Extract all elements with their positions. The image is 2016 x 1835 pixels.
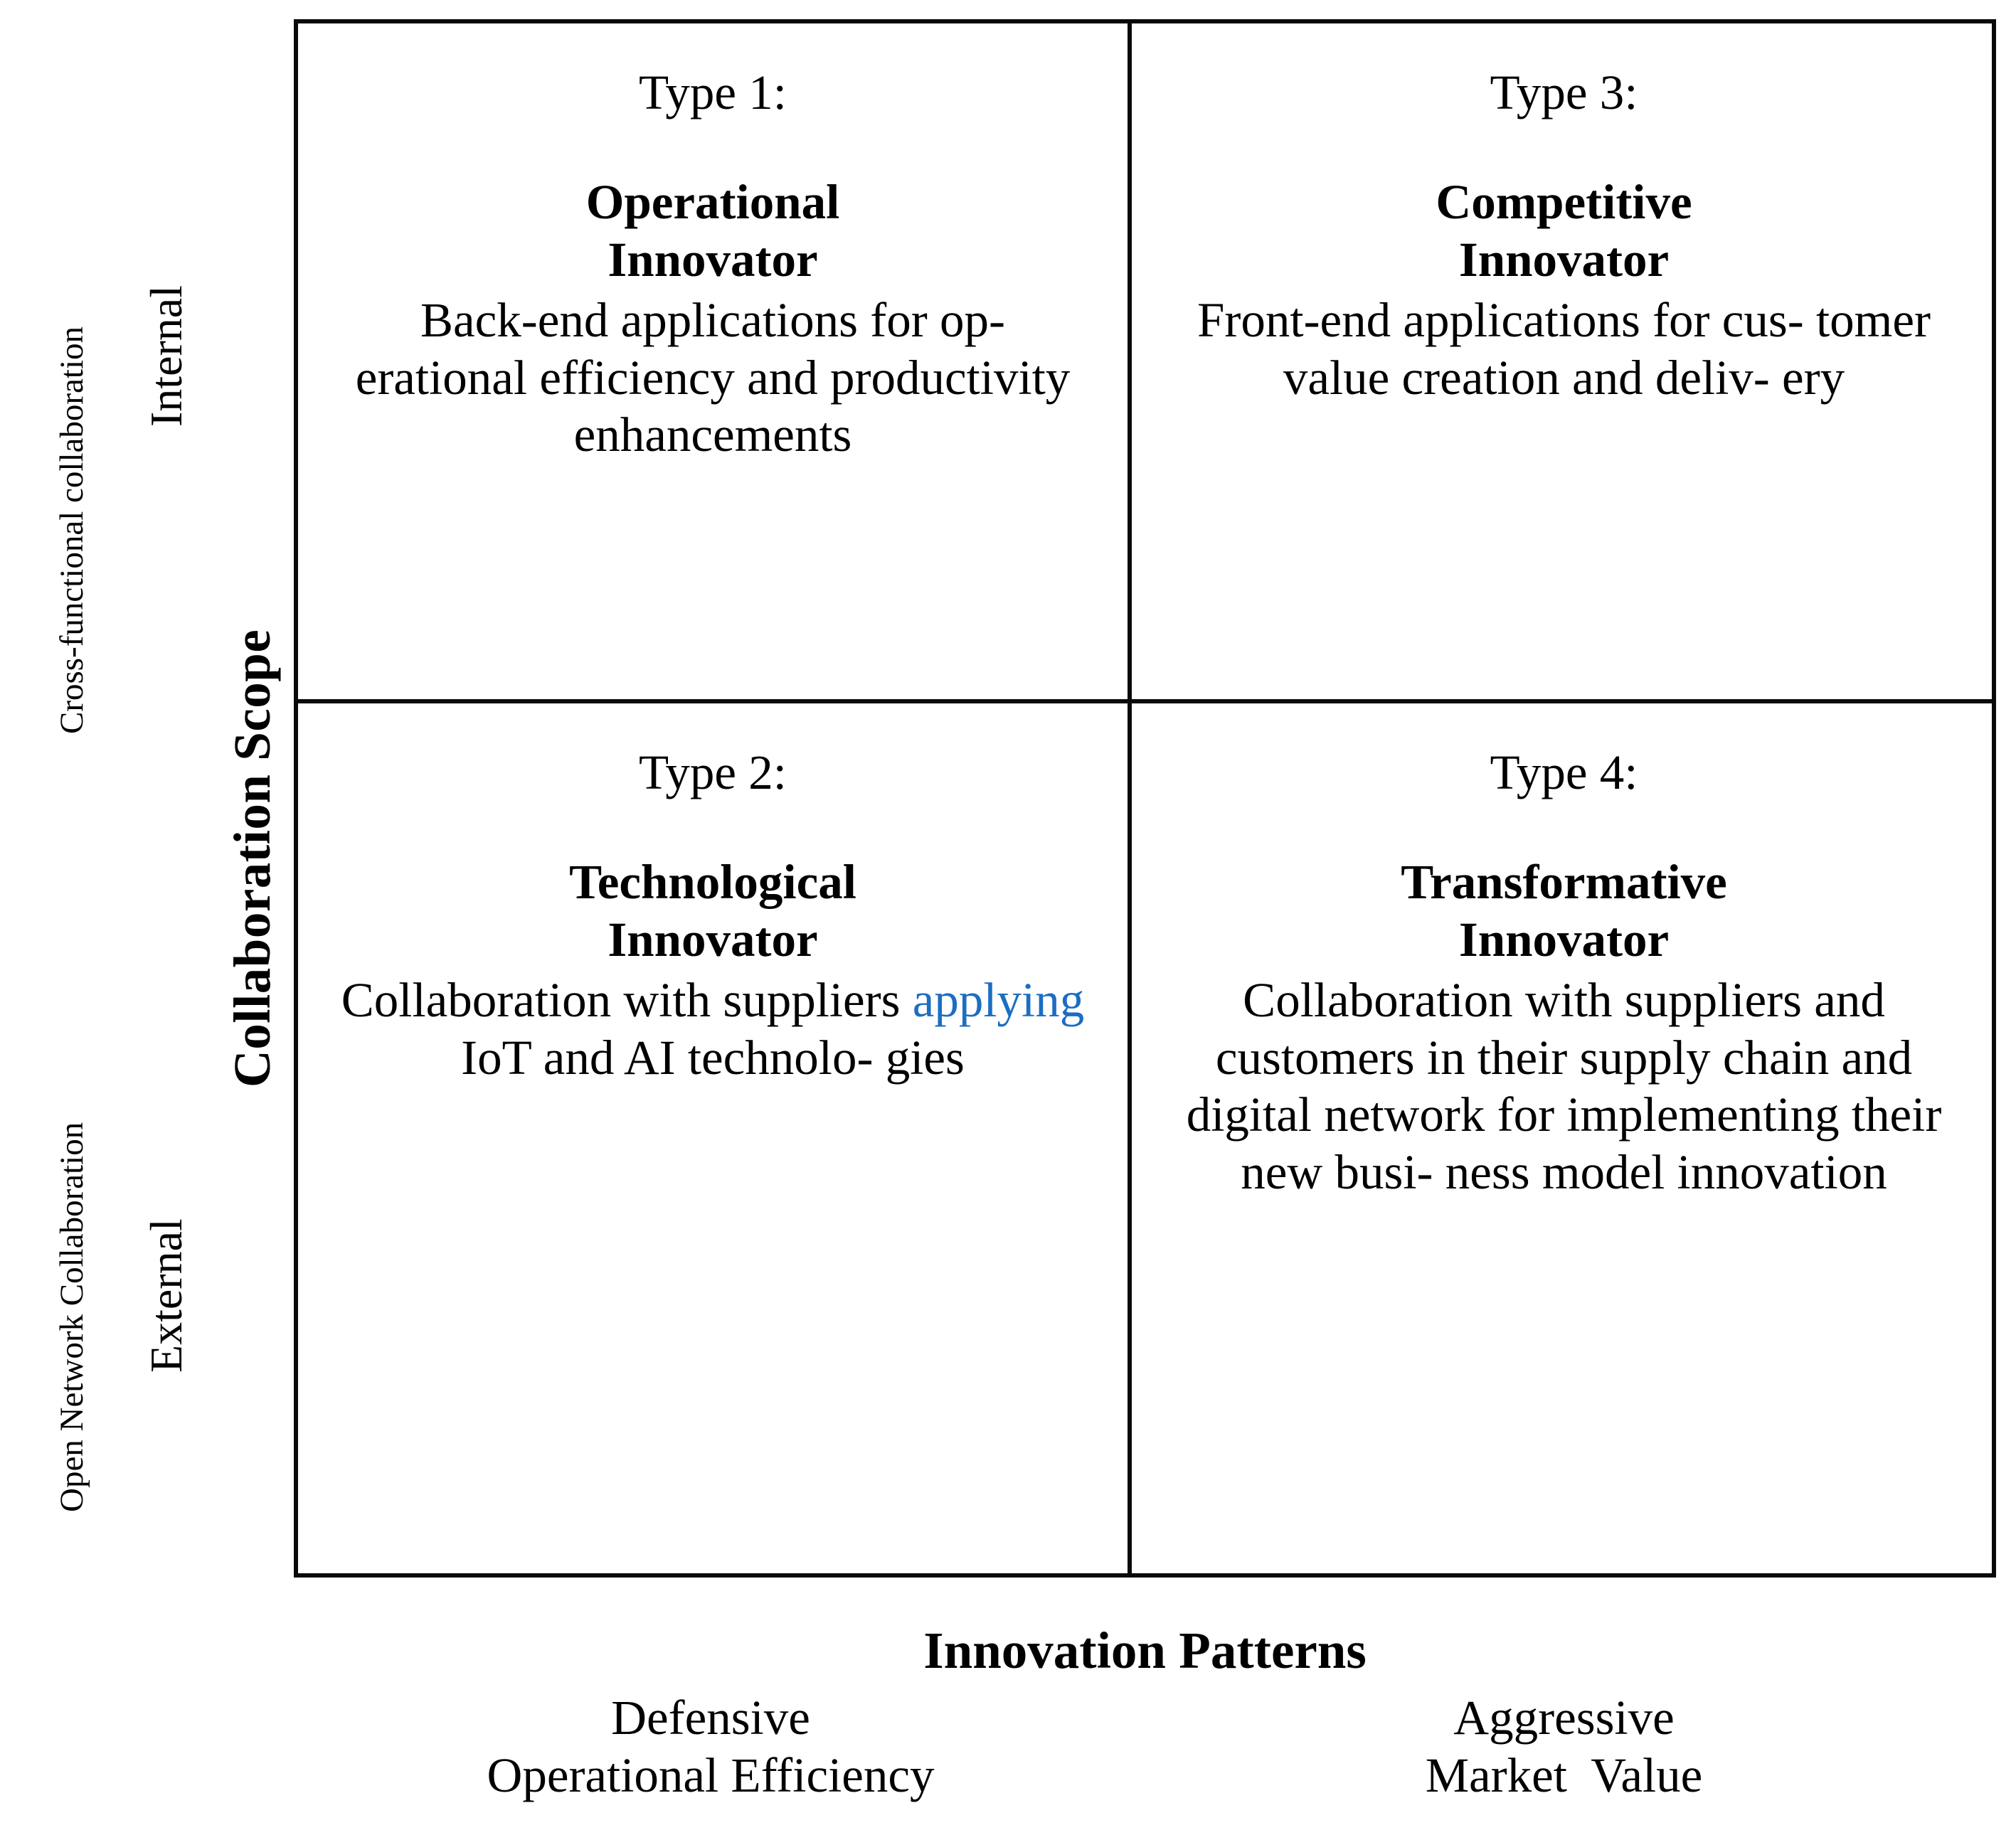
description-line: Collaboration with suppliers <box>341 972 901 1027</box>
description-line: tomer value creation and deliv- <box>1283 292 1931 405</box>
quadrant-innovator-name: Operational Innovator <box>586 174 840 288</box>
quadrant-description: Front-end applications for cus- tomer va… <box>1174 292 1953 406</box>
description-line: implementing their new busi- <box>1241 1087 1942 1199</box>
quadrant-type-2[interactable]: Type 2: Technological Innovator Collabor… <box>298 703 1128 1578</box>
innovator-name-line-1: Transformative <box>1401 855 1727 910</box>
y-axis-top-pole-label: Internal <box>141 285 191 427</box>
x-axis-left-pole: Defensive Operational Efficiency <box>294 1689 1128 1804</box>
quadrant-innovator-name: Technological Innovator <box>569 853 856 968</box>
quadrant-innovator-name: Competitive Innovator <box>1436 174 1692 288</box>
matrix-horizontal-divider <box>294 699 1996 703</box>
description-line-with-highlight: applying IoT and AI technolo- <box>461 973 1084 1085</box>
description-line: erational efficiency and <box>355 350 818 405</box>
y-axis-title: Collaboration Scope <box>223 629 281 1087</box>
description-line: Front-end applications for cus- <box>1197 292 1804 347</box>
quadrant-innovator-name: Transformative Innovator <box>1401 853 1727 968</box>
description-line: Collaboration with suppliers <box>1243 972 1802 1027</box>
innovator-name-line-2: Innovator <box>1458 913 1670 967</box>
x-axis-left-pole-label: Defensive <box>611 1691 810 1745</box>
y-axis-top-pole-detail: Cross-functional collaboration <box>53 326 90 734</box>
quadrant-type-3[interactable]: Type 3: Competitive Innovator Front-end … <box>1132 23 1996 699</box>
matrix-frame <box>294 19 1996 1578</box>
description-line: productivity enhancements <box>573 350 1071 462</box>
x-axis-right-pole: Aggressive Market Value <box>1132 1689 1996 1804</box>
highlighted-word-applying: applying <box>912 972 1085 1027</box>
description-line: ery <box>1782 350 1845 405</box>
x-axis-title: Innovation Patterns <box>923 1622 1367 1679</box>
y-axis-bottom-pole-label: External <box>141 1218 191 1373</box>
innovator-name-line-2: Innovator <box>608 913 818 967</box>
x-axis-left-pole-detail: Operational Efficiency <box>487 1748 935 1802</box>
quadrant-description: Collaboration with suppliers and custome… <box>1174 972 1953 1201</box>
quadrant-type-label: Type 1: <box>639 65 787 119</box>
quadrant-type-label: Type 3: <box>1490 65 1638 119</box>
quadrant-type-4[interactable]: Type 4: Transformative Innovator Collabo… <box>1132 703 1996 1578</box>
description-line: Back-end applications for op- <box>420 292 1005 347</box>
matrix-vertical-divider <box>1128 19 1132 1578</box>
description-line: chain and digital network for <box>1186 1030 1913 1142</box>
innovator-name-line-2: Innovator <box>608 233 818 287</box>
innovator-name-line-2: Innovator <box>1458 233 1670 287</box>
x-axis-right-pole-detail: Market Value <box>1425 1748 1703 1802</box>
description-line: and customers in their supply <box>1215 972 1885 1085</box>
quadrant-type-1[interactable]: Type 1: Operational Innovator Back-end a… <box>298 23 1128 699</box>
description-line: ness model innovation <box>1445 1144 1887 1199</box>
innovator-name-line-1: Competitive <box>1436 175 1692 230</box>
y-axis-bottom-pole-detail: Open Network Collaboration <box>53 1122 90 1512</box>
quadrant-type-label: Type 4: <box>1490 745 1638 799</box>
quadrant-description: Back-end applications for op- erational … <box>341 292 1085 464</box>
x-axis-right-pole-label: Aggressive <box>1453 1691 1675 1745</box>
description-line-rest: IoT and AI technolo- <box>461 1030 874 1085</box>
description-line: gies <box>885 1030 965 1085</box>
quadrant-description: Collaboration with suppliers applying Io… <box>341 972 1085 1086</box>
innovator-name-line-1: Operational <box>585 175 840 230</box>
innovator-name-line-1: Technological <box>569 855 856 910</box>
quadrant-type-label: Type 2: <box>639 745 787 799</box>
